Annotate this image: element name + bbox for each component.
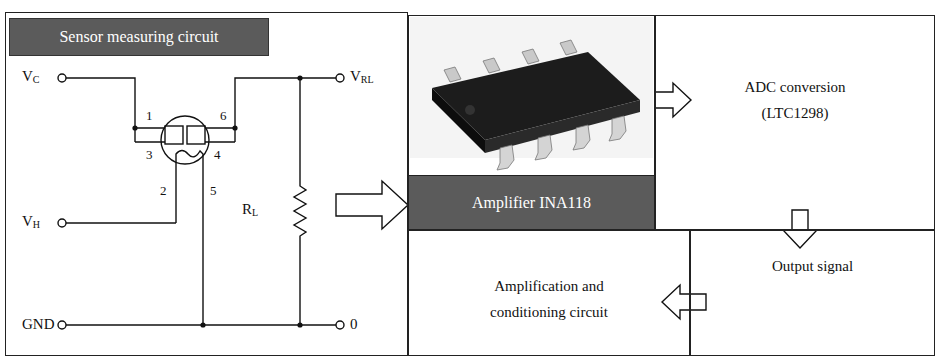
wire	[66, 78, 135, 142]
panel-heading: Sensor measuring circuit	[9, 18, 269, 56]
chip-body	[432, 88, 485, 153]
pin-number: 2	[160, 183, 167, 198]
chip-body	[485, 100, 640, 153]
terminal	[336, 74, 344, 82]
amplifier-box: Amplifier INA118	[408, 15, 655, 230]
pin-number: 1	[146, 108, 153, 123]
chip-lead	[609, 116, 626, 141]
chip-lead	[573, 125, 590, 150]
sensor-symbol	[161, 116, 209, 164]
signal-name: GND	[22, 316, 55, 333]
wire	[235, 78, 336, 142]
heater-wire	[176, 151, 203, 326]
junction-dot	[132, 125, 137, 130]
box-label: Amplification and conditioning circuit	[474, 273, 624, 325]
chip-lead	[535, 135, 552, 160]
part-name: RL	[242, 201, 258, 218]
hollow-arrow	[662, 285, 706, 319]
terminal	[58, 321, 66, 329]
chip-illustration	[410, 17, 653, 170]
pin1-mark	[465, 105, 475, 115]
junction-dot	[297, 322, 302, 327]
circuit-panel: Sensor measuring circuit	[5, 12, 408, 356]
junction-dot	[232, 125, 237, 130]
electrode	[165, 126, 183, 144]
terminal	[58, 219, 66, 227]
terminal	[58, 74, 66, 82]
photo-ground	[410, 17, 653, 158]
amplifier-band: Amplifier INA118	[409, 175, 654, 229]
resistor-symbol	[294, 78, 306, 325]
chip-lead	[483, 58, 500, 73]
hollow-arrow	[783, 210, 817, 248]
wire	[66, 222, 176, 223]
box-label: ADC conversion (LTC1298)	[730, 74, 860, 126]
pin-number: 6	[220, 108, 227, 123]
signal-name: VRL	[350, 68, 374, 85]
process-box: Amplification and conditioning circuit	[408, 230, 690, 356]
box-label: Output signal	[738, 253, 888, 279]
junction-dot	[200, 322, 205, 327]
pin-number: 3	[146, 147, 153, 162]
chip-lead	[522, 49, 539, 64]
chip-lead	[444, 67, 461, 82]
pin-number: 5	[210, 183, 217, 198]
hollow-arrow	[336, 181, 408, 229]
process-box: ADC conversion (LTC1298)	[655, 15, 935, 230]
signal-name: 0	[350, 316, 358, 333]
chip-lead	[497, 145, 514, 170]
signal-name: VC	[22, 68, 40, 85]
chip-lead	[560, 40, 577, 55]
electrode	[187, 126, 205, 144]
signal-name: VH	[22, 213, 40, 230]
hollow-arrow	[655, 83, 691, 117]
process-box: Output signal	[690, 230, 935, 356]
terminal	[336, 321, 344, 329]
pin-number: 4	[214, 147, 221, 162]
junction-dot	[297, 75, 302, 80]
